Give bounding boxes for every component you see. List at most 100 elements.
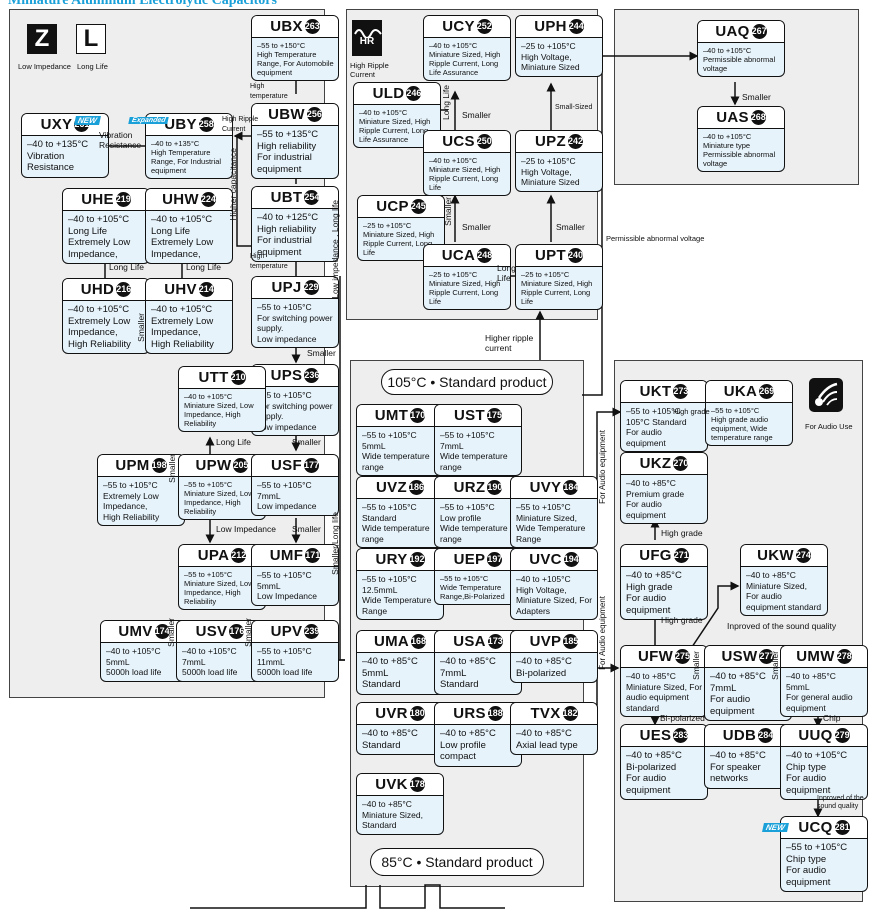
series-name: USF: [271, 457, 302, 474]
page-number-badge: 184: [563, 480, 578, 495]
page-number-badge: 198: [151, 458, 167, 473]
page-number-badge: 244: [568, 19, 584, 34]
series-description: –55 to +105°C 105°C Standard For audio e…: [626, 406, 687, 448]
series-name: UPW: [195, 457, 232, 474]
series-description: –55 to +105°C 12.5mmL Wide Temperature R…: [362, 574, 432, 616]
series-name: UCS: [442, 133, 475, 150]
pill-85-standard: 85°C • Standard product: [370, 848, 544, 876]
series-description: –40 to +85°C 5mmL Standard: [362, 656, 418, 690]
series-description: –25 to +105°C High Voltage, Miniature Si…: [521, 156, 580, 187]
series-description: –55 to +105°C 5mmL Wide temperature rang…: [362, 430, 430, 472]
label-small-sized: Small-Sized: [555, 104, 593, 111]
series-name: ULD: [372, 85, 405, 102]
label-low-impedance-long-life: Low impedance , Long life: [330, 200, 340, 299]
series-description: –40 to +105°C Miniature type Permissible…: [703, 132, 776, 168]
series-name: UHW: [162, 191, 199, 208]
series-name: UBW: [268, 106, 305, 123]
page-number-badge: 283: [673, 728, 688, 743]
label-long-life-utt: Long Life: [216, 437, 251, 447]
label-long-life-ucy: Long Life: [441, 85, 451, 120]
page-number-badge: 279: [834, 728, 850, 743]
series-description: –40 to +85°C Low profile compact: [440, 728, 496, 762]
series-description: –40 to +105°C Extremely Low Impedance, H…: [68, 304, 131, 350]
series-name: UKT: [639, 383, 672, 400]
page-number-badge: 254: [304, 190, 319, 205]
page-number-badge: 182: [562, 706, 578, 721]
label-long-life-uca: Long Life: [497, 263, 516, 283]
series-description: –55 to +105°C Miniature Sized, Wide Temp…: [516, 502, 586, 544]
series-name: UVC: [529, 551, 562, 568]
series-description: –55 to +105°C Miniature Sized, Low Imped…: [184, 570, 254, 606]
page-number-badge: 219: [115, 192, 131, 207]
page-number-badge: 236: [304, 368, 319, 383]
series-description: –40 to +85°C Bi-polarized For audio equi…: [626, 750, 682, 796]
series-description: –40 to +105°C Permissible abnormal volta…: [703, 46, 776, 73]
series-name: UST: [454, 407, 485, 424]
label-low-impedance: Low Impedance: [216, 524, 277, 534]
series-description: –55 to +105°C Low profile Wide temperatu…: [440, 502, 508, 544]
label-smaller-upj: Smaller: [307, 348, 336, 358]
label-higher-capacitance: Higher capacitance: [228, 148, 238, 221]
audio-caption: For Audio Use: [805, 422, 853, 431]
page-number-badge: 185: [563, 634, 578, 649]
page-number-badge: 210: [230, 370, 246, 385]
label-high-grade-3: High grade: [661, 615, 703, 625]
series-name: UPH: [534, 18, 567, 35]
series-name: USA: [453, 633, 486, 650]
page-number-badge: 245: [410, 199, 426, 214]
series-description: –55 to +105°C For switching power supply…: [257, 302, 333, 344]
series-name: UTT: [198, 369, 229, 386]
label-bi-polarized: Bi-polarized: [660, 713, 705, 723]
new-badge-ucq: NEW: [762, 823, 789, 832]
page-number-badge: 278: [836, 649, 852, 664]
label-high-grade-2: High grade: [661, 528, 703, 538]
series-name: UXY: [40, 116, 73, 133]
series-name: UKA: [723, 383, 758, 400]
page-number-badge: 216: [116, 282, 131, 297]
high-ripple-caption: High Ripple Current: [350, 61, 389, 79]
label-smaller-ups: Smaller: [292, 437, 321, 447]
series-name: UHE: [81, 191, 114, 208]
page-number-badge: 267: [751, 24, 767, 39]
label-smaller-uca: Smaller: [462, 222, 491, 232]
series-name: UMT: [374, 407, 409, 424]
series-name: UVP: [529, 633, 562, 650]
series-name: UEP: [453, 551, 486, 568]
series-name: UBT: [270, 189, 303, 206]
series-name: USV: [195, 623, 228, 640]
page-number-badge: 192: [409, 552, 425, 567]
